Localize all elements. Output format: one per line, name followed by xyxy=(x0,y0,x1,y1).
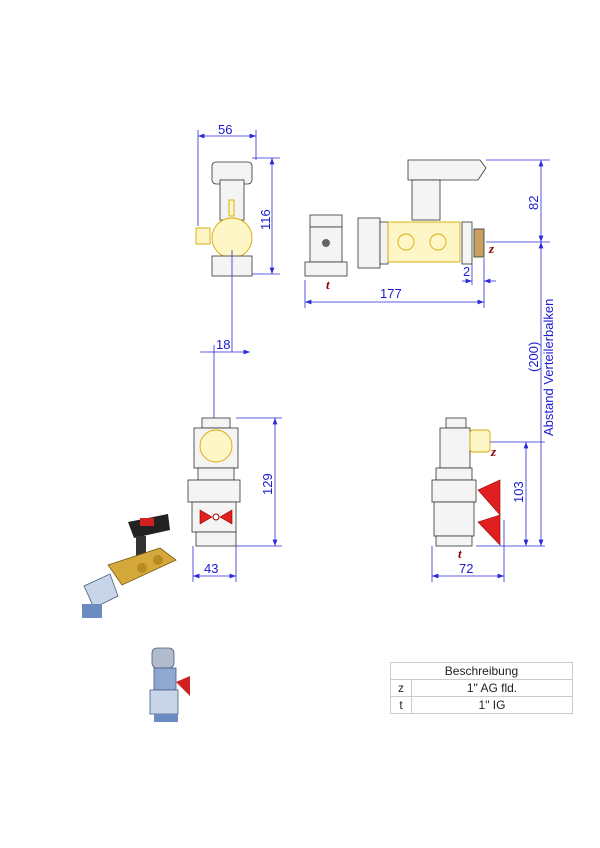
table-key: t xyxy=(390,696,412,714)
dim-72: 72 xyxy=(459,561,473,576)
table-header: Beschreibung xyxy=(390,662,573,680)
dim-116: 116 xyxy=(258,209,273,230)
dim-label-distance: Abstand Verteilerbalken xyxy=(541,299,556,436)
dim-200: (200) xyxy=(526,342,541,372)
dim-18: 18 xyxy=(216,337,230,352)
marker-t-bottom: t xyxy=(458,546,462,561)
table-value: 1" IG xyxy=(411,696,573,714)
table-row: t 1" IG xyxy=(390,696,573,714)
description-table: Beschreibung z 1" AG fld. t 1" IG xyxy=(390,662,573,714)
dim-177: 177 xyxy=(380,286,402,301)
view-top-right: z t 177 2 82 (200) Abstand Verteilerbalk… xyxy=(304,159,556,546)
view-bottom-right: z t 103 72 xyxy=(431,417,545,582)
marker-t-top: t xyxy=(326,277,330,292)
dim-43: 43 xyxy=(204,561,218,576)
dim-103: 103 xyxy=(511,481,526,503)
view-top-left: 56 116 18 xyxy=(195,122,280,420)
marker-z-bottom: z xyxy=(490,444,497,459)
dim-56: 56 xyxy=(218,122,232,137)
table-value: 1" AG fld. xyxy=(411,679,573,697)
view-bottom-left: 129 43 xyxy=(187,417,282,582)
table-key: z xyxy=(390,679,412,697)
table-row: z 1" AG fld. xyxy=(390,679,573,697)
dim-2: 2 xyxy=(463,264,470,279)
dim-82: 82 xyxy=(526,196,541,210)
dim-129: 129 xyxy=(260,473,275,495)
render-front-valve xyxy=(149,647,190,722)
render-iso-valve xyxy=(82,514,177,618)
marker-z-top: z xyxy=(488,241,495,256)
